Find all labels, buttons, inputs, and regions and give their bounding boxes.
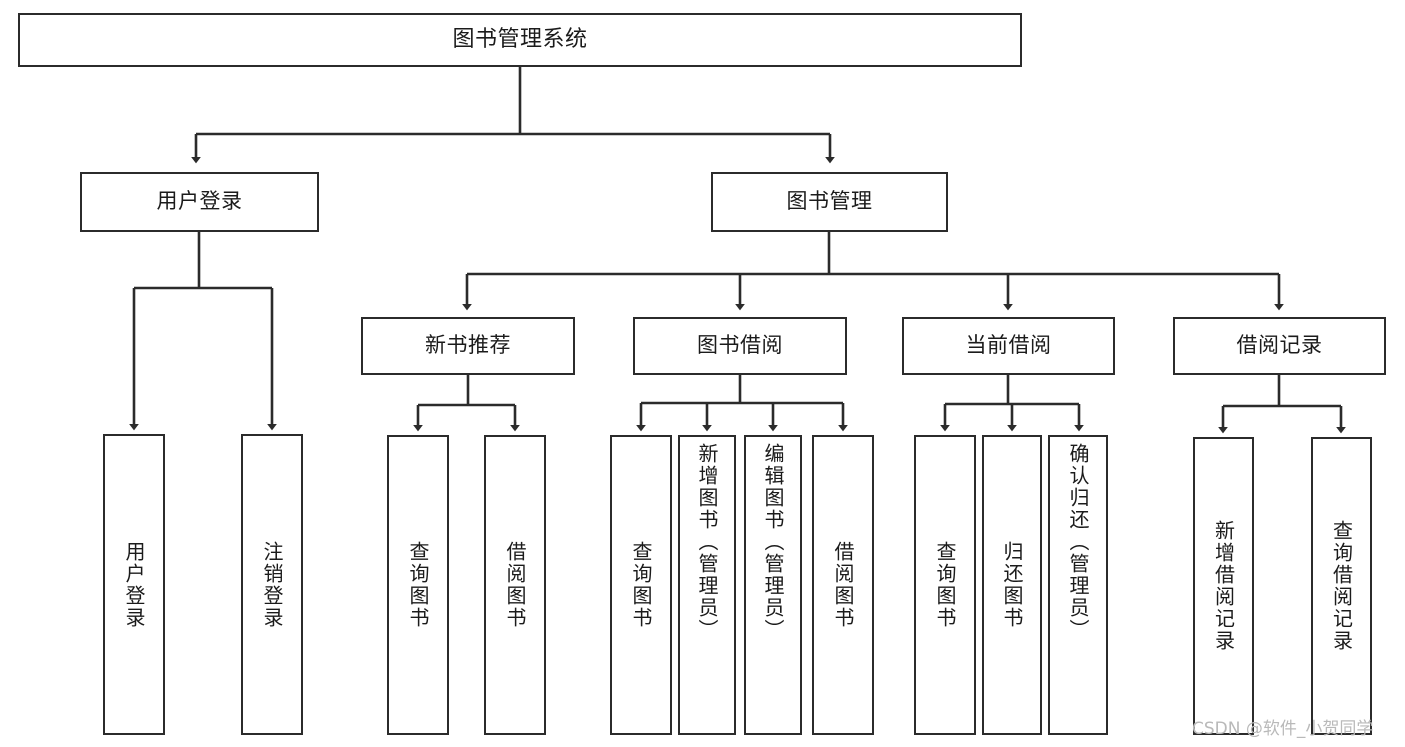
node-new-book-rec-label: 新书推荐 [425, 333, 511, 358]
node-leaf-borrow-book-1-label: 借阅图书 [503, 541, 527, 629]
node-leaf-return-book[interactable]: 归还图书 [982, 435, 1042, 735]
node-leaf-add-book[interactable]: 新增图书（管理员） [678, 435, 736, 735]
node-book-manage-label: 图书管理 [786, 189, 873, 214]
node-leaf-add-record-label: 新增借阅记录 [1211, 520, 1236, 652]
node-leaf-confirm-return[interactable]: 确认归还（管理员） [1048, 435, 1108, 735]
node-leaf-edit-book-label: 编辑图书（管理员） [761, 443, 785, 641]
node-leaf-query-book-1-label: 查询图书 [406, 541, 430, 629]
node-book-borrow-label: 图书借阅 [697, 333, 783, 358]
node-leaf-borrow-book-2-label: 借阅图书 [831, 541, 855, 629]
node-leaf-edit-book[interactable]: 编辑图书（管理员） [744, 435, 802, 735]
node-current-borrow[interactable]: 当前借阅 [902, 317, 1115, 375]
node-book-borrow[interactable]: 图书借阅 [633, 317, 847, 375]
node-leaf-add-record[interactable]: 新增借阅记录 [1193, 437, 1254, 735]
node-leaf-user-login[interactable]: 用户登录 [103, 434, 165, 735]
node-leaf-user-login-label: 用户登录 [122, 540, 146, 629]
node-user-login-label: 用户登录 [156, 189, 243, 214]
node-leaf-query-record-label: 查询借阅记录 [1329, 520, 1354, 652]
node-leaf-query-book-3[interactable]: 查询图书 [914, 435, 976, 735]
node-leaf-query-record[interactable]: 查询借阅记录 [1311, 437, 1372, 735]
node-current-borrow-label: 当前借阅 [965, 333, 1052, 358]
node-root[interactable]: 图书管理系统 [18, 13, 1022, 67]
node-new-book-rec[interactable]: 新书推荐 [361, 317, 575, 375]
csdn-watermark: CSDN @软件_小贺同学 [1192, 719, 1374, 739]
node-borrow-record[interactable]: 借阅记录 [1173, 317, 1386, 375]
node-leaf-user-logout-label: 注销登录 [260, 540, 284, 629]
node-leaf-return-book-label: 归还图书 [1000, 541, 1024, 629]
node-leaf-query-book-2-label: 查询图书 [629, 541, 653, 629]
node-leaf-user-logout[interactable]: 注销登录 [241, 434, 303, 735]
node-root-label: 图书管理系统 [452, 26, 588, 52]
node-leaf-borrow-book-1[interactable]: 借阅图书 [484, 435, 546, 735]
node-book-manage[interactable]: 图书管理 [711, 172, 948, 232]
node-leaf-borrow-book-2[interactable]: 借阅图书 [812, 435, 874, 735]
node-leaf-confirm-return-label: 确认归还（管理员） [1066, 443, 1090, 641]
node-leaf-query-book-3-label: 查询图书 [933, 541, 957, 629]
node-user-login[interactable]: 用户登录 [80, 172, 319, 232]
node-leaf-add-book-label: 新增图书（管理员） [695, 443, 719, 641]
node-leaf-query-book-1[interactable]: 查询图书 [387, 435, 449, 735]
node-borrow-record-label: 借阅记录 [1236, 333, 1323, 358]
node-leaf-query-book-2[interactable]: 查询图书 [610, 435, 672, 735]
